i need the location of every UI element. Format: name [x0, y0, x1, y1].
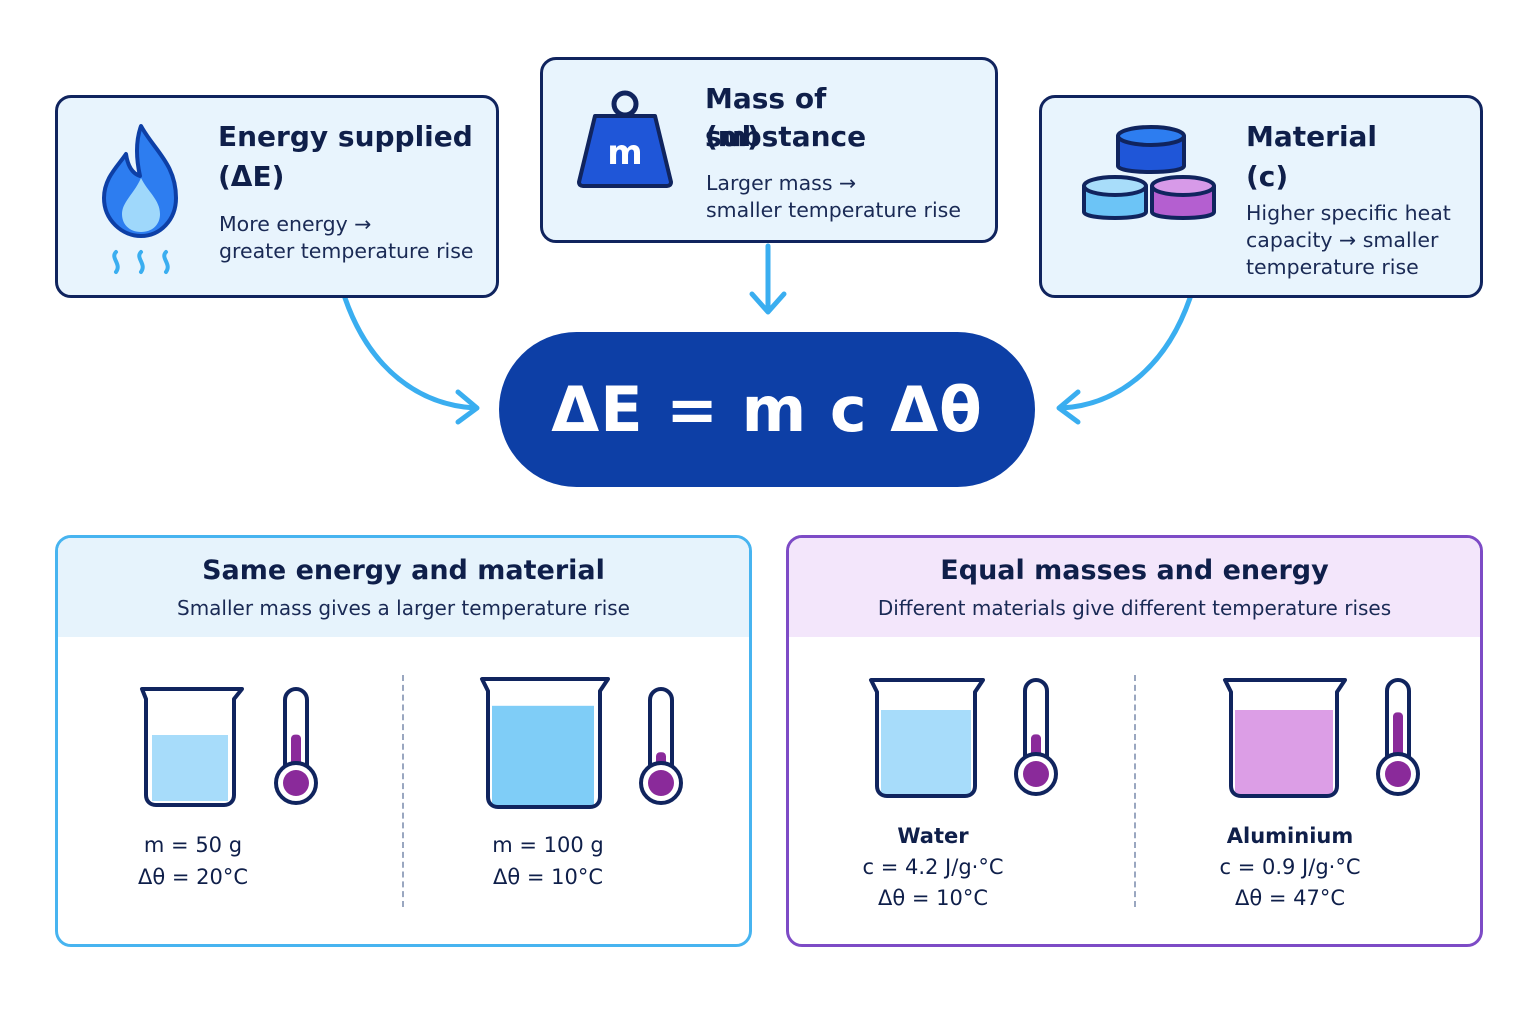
- energy-supplied-card: Energy supplied (ΔE) More energy → great…: [55, 95, 499, 298]
- mass-desc-line2: smaller temperature rise: [706, 198, 961, 222]
- panel-divider: [1134, 675, 1136, 907]
- beaker-water-fill: [152, 735, 228, 801]
- thermometer-icon: [1376, 678, 1420, 796]
- equal-masses-panel-title: Equal masses and energy: [940, 555, 1329, 586]
- energy-desc-line1: More energy →: [219, 212, 372, 236]
- specific-heat-aluminium: c = 0.9 J/g·°C: [1219, 855, 1361, 879]
- beaker-icon: [869, 678, 985, 798]
- material-name-aluminium: Aluminium: [1180, 821, 1400, 852]
- arrow-energy-head: [455, 389, 480, 425]
- material-title-line2: (c): [1246, 160, 1289, 193]
- beaker-scene-water: [869, 678, 1058, 798]
- beaker-scene-100g: [480, 677, 683, 809]
- material-name-water: Water: [823, 821, 1043, 852]
- arrow-material-head: [1056, 389, 1081, 425]
- arrow-mass-head: [749, 291, 787, 315]
- temp-rise-label-100g: Δθ = 10°C: [492, 865, 604, 889]
- mass-card: m Mass of substance (m) Larger mass → sm…: [540, 57, 998, 243]
- material-card: Material (c) Higher specific heat capaci…: [1039, 95, 1483, 298]
- mass-label-50g: m = 50 g: [143, 833, 243, 857]
- beaker-scene-aluminium: [1223, 678, 1420, 798]
- same-energy-panel-header: Same energy and material Smaller mass gi…: [58, 538, 749, 637]
- temp-rise-water: Δθ = 10°C: [877, 886, 989, 910]
- equal-masses-panel-subtitle: Different materials give different tempe…: [877, 596, 1392, 620]
- beaker-water-fill: [881, 710, 971, 794]
- material-desc-line1: Higher specific heat: [1246, 201, 1451, 225]
- energy-title-line2: (ΔE): [218, 160, 285, 193]
- temp-rise-aluminium: Δθ = 47°C: [1234, 886, 1346, 910]
- weight-icon: m: [577, 90, 673, 188]
- material-blocks-icon: [1082, 125, 1216, 220]
- thermometer-icon: [1014, 678, 1058, 796]
- material-desc-line2: capacity → smaller: [1246, 228, 1439, 252]
- beaker-icon: [140, 687, 244, 807]
- equal-masses-panel-header: Equal masses and energy Different materi…: [789, 538, 1480, 637]
- temp-rise-label-50g: Δθ = 20°C: [137, 865, 249, 889]
- beaker-icon: [1223, 678, 1347, 798]
- specific-heat-water: c = 4.2 J/g·°C: [862, 855, 1004, 879]
- energy-desc-line2: greater temperature rise: [219, 239, 474, 263]
- water-name-text: Water: [897, 824, 969, 848]
- same-energy-panel-title: Same energy and material: [202, 555, 605, 586]
- aluminium-name-text: Aluminium: [1226, 824, 1354, 848]
- same-energy-panel: Same energy and material Smaller mass gi…: [55, 535, 752, 947]
- mass-title-line1: Mass of substance: [705, 82, 867, 153]
- arrow-energy-to-formula: [342, 295, 478, 411]
- beaker-scene-50g: [140, 687, 318, 807]
- material-title-line1: Material: [1246, 120, 1378, 153]
- formula-pill: ΔE = m c Δθ: [499, 332, 1035, 487]
- same-energy-panel-subtitle: Smaller mass gives a larger temperature …: [177, 596, 630, 620]
- beaker-water-fill: [492, 705, 594, 805]
- weight-letter: m: [607, 133, 642, 173]
- flame-icon: [102, 124, 178, 274]
- beaker-aluminium-fill: [1235, 710, 1333, 794]
- mass-title-line2: (m): [705, 120, 760, 153]
- equal-masses-panel: Equal masses and energy Different materi…: [786, 535, 1483, 947]
- arrow-material-to-formula: [1059, 295, 1193, 411]
- beaker-icon: [480, 677, 610, 809]
- panel-divider: [402, 675, 404, 907]
- thermometer-icon: [639, 687, 683, 805]
- mass-label-100g: m = 100 g: [492, 833, 604, 857]
- thermometer-icon: [274, 687, 318, 805]
- mass-desc-line1: Larger mass →: [706, 171, 857, 195]
- energy-title-line1: Energy supplied: [218, 120, 473, 153]
- material-desc-line3: temperature rise: [1246, 255, 1419, 279]
